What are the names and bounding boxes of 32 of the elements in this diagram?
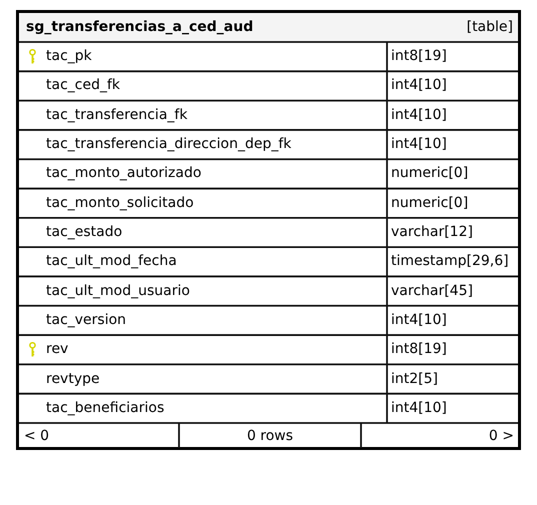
column-name: tac_monto_autorizado bbox=[46, 165, 202, 182]
column-name: tac_ult_mod_fecha bbox=[46, 253, 177, 270]
column-type: varchar[12] bbox=[391, 224, 473, 241]
column-type: int4[10] bbox=[391, 400, 447, 417]
column-type: varchar[45] bbox=[391, 282, 473, 300]
column-name: tac_monto_solicitado bbox=[46, 194, 194, 212]
column-type: numeric[0] bbox=[391, 165, 468, 182]
column-type: int4[10] bbox=[391, 77, 447, 94]
next-count: 0 > bbox=[488, 428, 514, 444]
column-type: int4[10] bbox=[391, 312, 447, 329]
column-type: timestamp[29,6] bbox=[391, 253, 509, 270]
column-type: int8[19] bbox=[391, 48, 447, 66]
column-name: tac_beneficiarios bbox=[46, 400, 164, 417]
column-type: int2[5] bbox=[391, 370, 438, 388]
table-box bbox=[16, 10, 521, 450]
column-type: numeric[0] bbox=[391, 194, 468, 212]
column-name: tac_ced_fk bbox=[46, 77, 120, 94]
column-name: revtype bbox=[46, 370, 100, 388]
previous-count: < 0 bbox=[24, 428, 50, 444]
column-name: tac_pk bbox=[46, 48, 92, 66]
column-type: int4[10] bbox=[391, 136, 447, 154]
row-count: 0 rows bbox=[246, 428, 294, 444]
column-type: int8[19] bbox=[391, 341, 447, 358]
column-type: int4[10] bbox=[391, 106, 447, 124]
column-name: tac_transferencia_fk bbox=[46, 106, 188, 124]
column-name: rev bbox=[46, 341, 68, 358]
table-name: sg_transferencias_a_ced_aud bbox=[26, 19, 254, 36]
column-name: tac_version bbox=[46, 312, 126, 329]
table-type-tag: [table] bbox=[466, 19, 513, 36]
column-name: tac_estado bbox=[46, 224, 122, 241]
column-name: tac_ult_mod_usuario bbox=[46, 282, 190, 300]
column-name: tac_transferencia_direccion_dep_fk bbox=[46, 136, 292, 154]
